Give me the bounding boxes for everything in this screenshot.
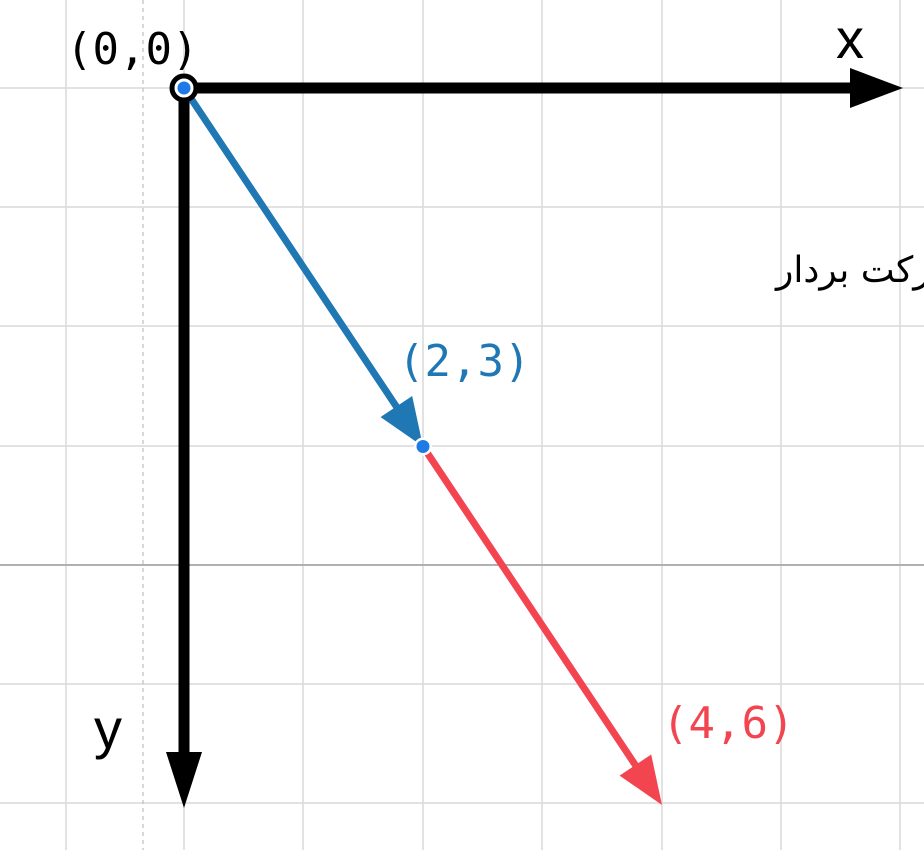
point-2-3-label: (2,3) xyxy=(398,336,530,387)
vector-2-3-to-4-6-shaft xyxy=(420,444,641,771)
x-axis-label: x xyxy=(836,7,864,70)
vector-2-3-to-4-6-arrowhead xyxy=(619,754,662,805)
x-axis-arrowhead xyxy=(850,68,903,108)
point-4-6-label: (4,6) xyxy=(662,698,794,749)
vectors xyxy=(181,86,662,805)
vector-0-0-to-2-3-shaft xyxy=(181,86,402,412)
points xyxy=(169,73,432,456)
axes xyxy=(166,68,903,808)
vector-0-0-to-2-3-arrowhead xyxy=(380,396,423,447)
origin-point xyxy=(177,81,191,95)
labels: (0,0) (2,3) (4,6) x y حرکت بردار xyxy=(66,7,924,760)
y-axis-label: y xyxy=(94,697,122,760)
point-2-3 xyxy=(416,440,430,453)
origin-label: (0,0) xyxy=(66,24,198,75)
vector-motion-caption: حرکت بردار xyxy=(774,250,924,291)
y-axis-arrowhead xyxy=(166,752,202,808)
